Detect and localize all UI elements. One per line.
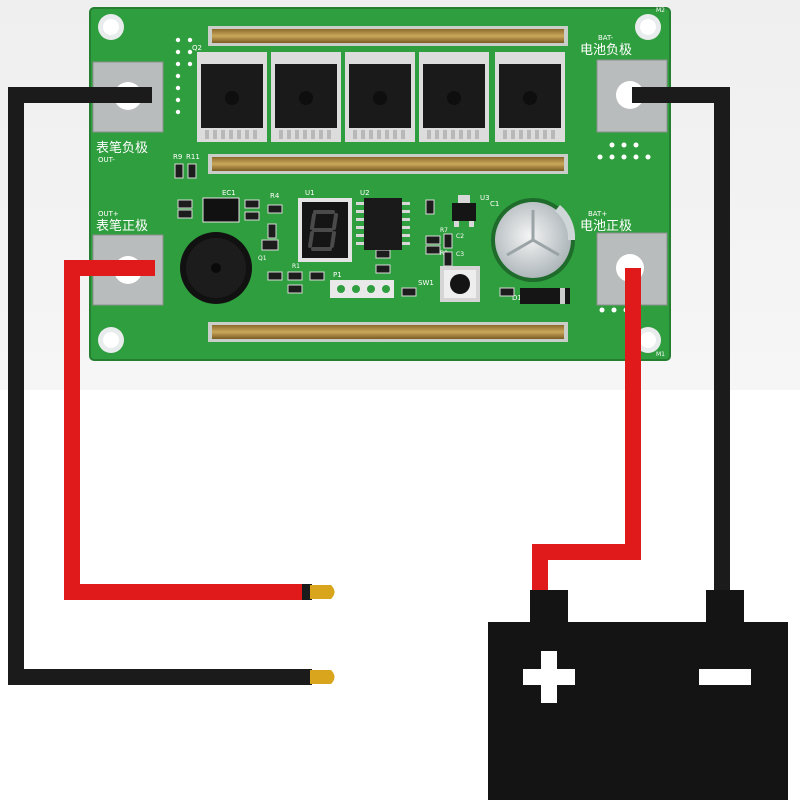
wire-red-battery [532,268,641,600]
label-out-pos-cn: 表笔正极 [96,218,148,234]
pcb-board: 表笔负极 OUT- OUT+ 表笔正极 BAT- 电池负极 BAT+ 电池正极 … [89,7,671,361]
label-r7: R7 [440,227,448,234]
mounting-hole [98,327,124,353]
ic-u2 [356,198,410,250]
mounting-hole [98,14,124,40]
battery-terminal-negative [706,590,744,624]
mounting-hole [635,327,661,353]
label-sw1: SW1 [418,279,434,287]
mosfet [345,52,415,142]
optocoupler-ec1 [202,197,240,223]
label-p1: P1 [333,271,342,279]
smd-components [174,163,515,297]
buzzer [180,232,252,304]
label-q1: Q1 [258,255,267,262]
label-bat-pos-en: BAT+ [588,210,607,218]
wire-red-output [64,260,310,600]
label-out-pos-en: OUT+ [98,210,119,218]
mosfet [419,52,489,142]
probe-tip-negative [302,669,335,685]
label-bat-neg-cn: 电池负极 [580,43,632,58]
via-dots-right [597,142,651,313]
battery [488,590,788,800]
label-m1: M1 [656,351,665,358]
label-c3: C3 [456,251,464,258]
wire-black-output [8,87,310,685]
label-u2: U2 [360,189,370,197]
label-d1: D1 [512,294,522,302]
label-out-neg-cn: 表笔负极 [96,140,148,156]
wire-black-battery [632,87,730,600]
pin-header-p1 [330,280,394,298]
label-m2: M2 [656,7,665,14]
battery-terminal-positive [530,590,568,624]
probe-tip-positive [302,584,335,600]
label-r9: R9 [173,153,182,161]
seven-segment-display [298,198,352,262]
mosfet [197,52,267,142]
battery-body [488,622,788,800]
label-ec1: EC1 [222,189,236,197]
diode-d1 [520,288,570,304]
label-q2: Q2 [192,44,202,52]
label-u1: U1 [305,189,315,197]
label-u3: U3 [480,194,490,202]
label-c1: C1 [490,200,499,208]
push-button-sw1 [440,266,480,302]
electrolytic-capacitor [491,198,576,282]
label-bat-neg-en: BAT- [598,34,614,42]
mosfet [271,52,341,142]
transistor-q1 [261,239,279,251]
mounting-hole [635,14,661,40]
label-out-neg-en: OUT- [98,156,115,164]
label-bat-pos-cn: 电池正极 [580,219,632,234]
mosfet [495,52,565,142]
label-r11: R11 [186,153,200,161]
regulator-u3 [452,195,476,227]
mosfet-array [197,52,565,142]
via-dots-left [175,37,193,115]
label-c2: C2 [456,233,464,240]
label-r1: R1 [292,263,300,270]
label-r4: R4 [270,192,280,200]
battery-minus-icon [699,669,751,685]
battery-plus-icon [523,651,575,703]
